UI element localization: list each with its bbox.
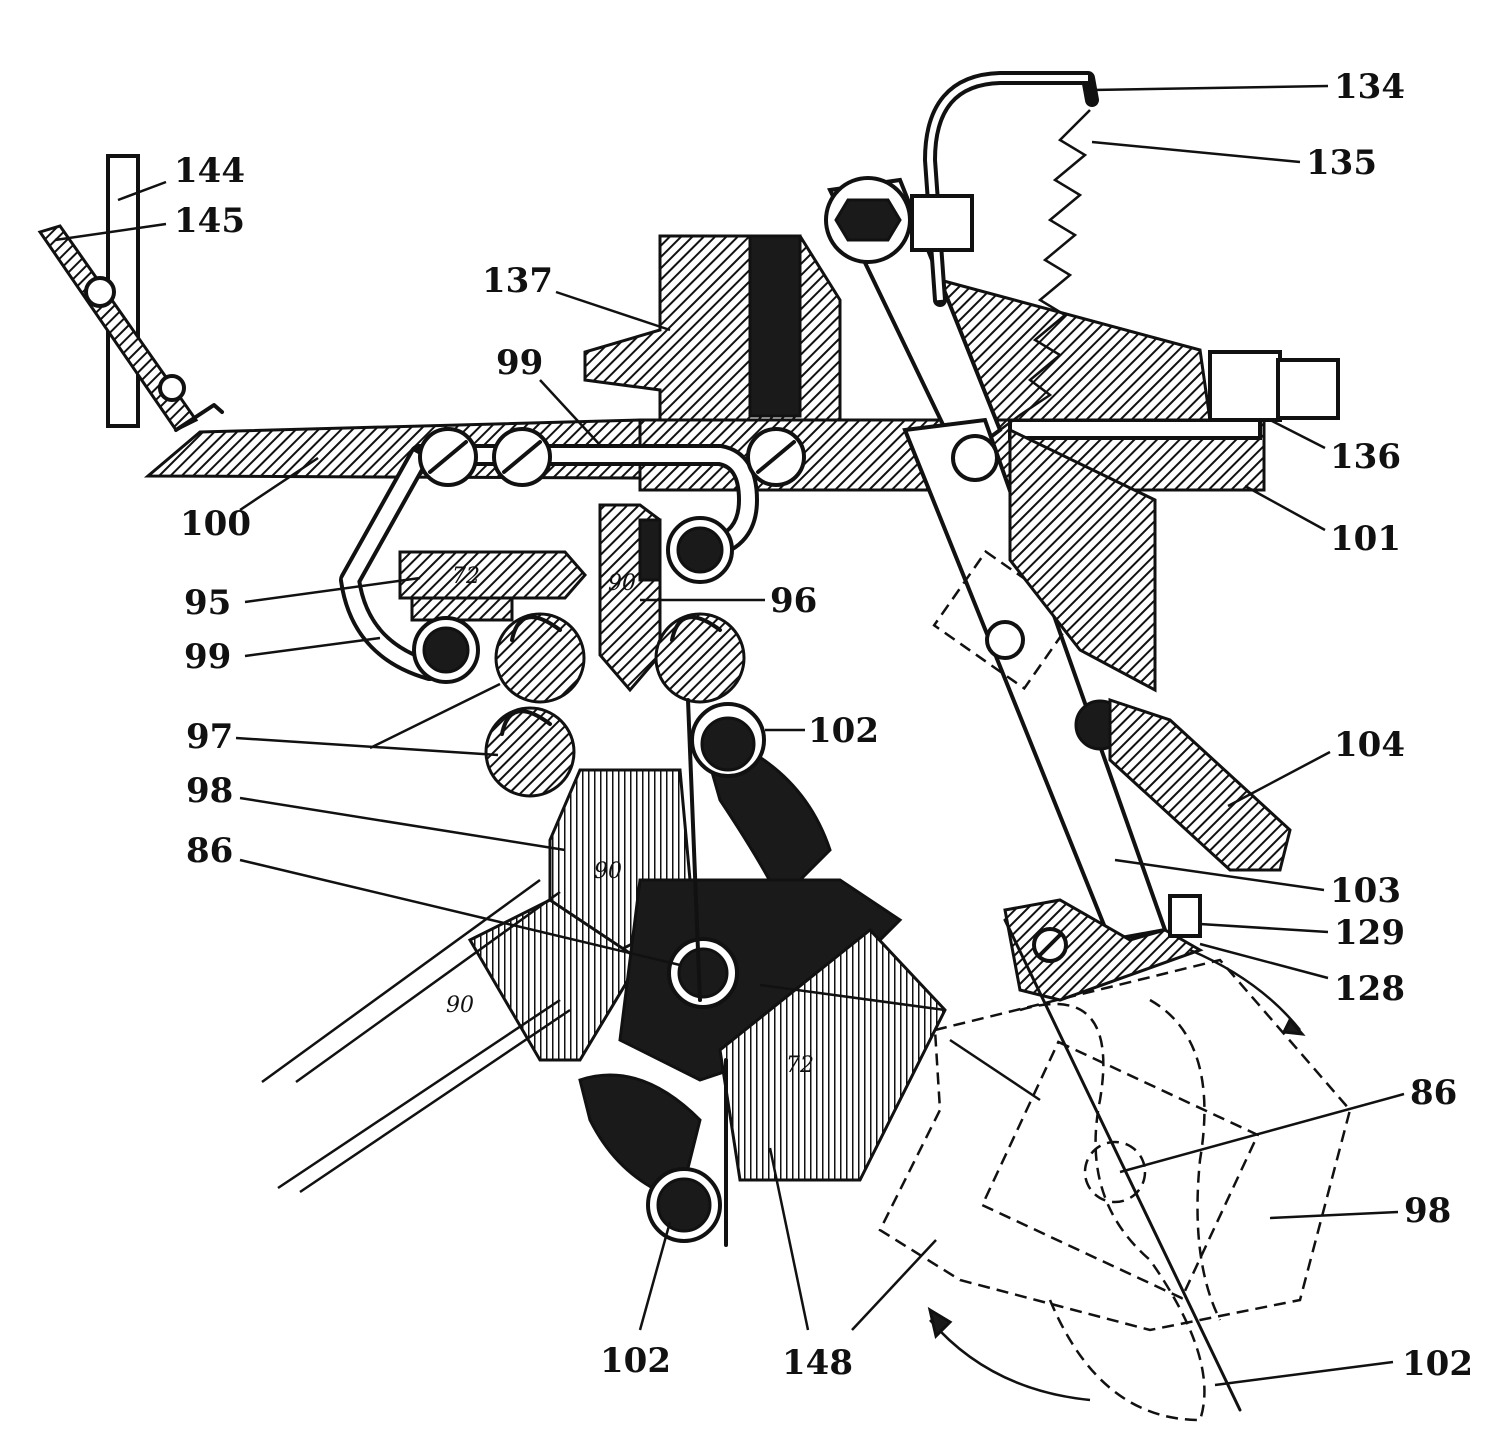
type-elements	[398, 503, 662, 693]
ref-98-left: 98	[186, 771, 233, 811]
ref-102-top: 102	[808, 711, 879, 751]
ref-145: 145	[174, 201, 245, 241]
ref-99-top: 99	[496, 343, 543, 383]
ref-86-left: 86	[186, 831, 233, 871]
type-carrier-assembly	[467, 698, 947, 1247]
ref-99-left: 99	[184, 637, 231, 677]
ref-101: 101	[1330, 519, 1401, 559]
ref-95: 95	[184, 583, 231, 623]
ref-98-right: 98	[1404, 1191, 1451, 1231]
upper-frame-block	[583, 234, 1340, 422]
lever-104	[1008, 427, 1292, 872]
mark-90-block: 90	[594, 859, 622, 884]
ref-135: 135	[1306, 143, 1377, 183]
ref-97: 97	[186, 717, 233, 757]
ref-137: 137	[482, 261, 553, 301]
phantom-position	[878, 918, 1352, 1422]
ref-104: 104	[1334, 725, 1405, 765]
upper-left-latch	[37, 154, 224, 432]
ref-129: 129	[1334, 913, 1405, 953]
mark-72-lower: 72	[786, 1053, 814, 1078]
rollers	[412, 516, 746, 798]
pivot-lever-upper	[824, 176, 1003, 464]
ref-144: 144	[174, 151, 245, 191]
leader-lines	[54, 84, 1405, 1387]
ref-102-bottom-left: 102	[600, 1341, 671, 1381]
ref-103: 103	[1330, 871, 1401, 911]
ref-134: 134	[1334, 67, 1405, 107]
ref-100: 100	[180, 504, 251, 544]
spring-rod	[910, 71, 1099, 431]
ref-148: 148	[782, 1343, 853, 1383]
ref-96: 96	[770, 581, 817, 621]
reference-numerals: 134 135 144 145 137 99 136 100 101 95 96…	[174, 67, 1473, 1384]
ref-128: 128	[1334, 969, 1405, 1009]
mark-90-rail: 90	[446, 993, 474, 1018]
diagonal-rail	[261, 878, 946, 1194]
mark-90-type: 90	[608, 571, 636, 596]
ref-102-bottom-right: 102	[1402, 1344, 1473, 1384]
ref-86-right: 86	[1410, 1073, 1457, 1113]
mark-72-type: 72	[452, 564, 480, 589]
ref-136: 136	[1330, 437, 1401, 477]
stamped-marks: 72 90 90 90 72	[446, 564, 814, 1078]
bracket-128	[1003, 894, 1204, 1002]
